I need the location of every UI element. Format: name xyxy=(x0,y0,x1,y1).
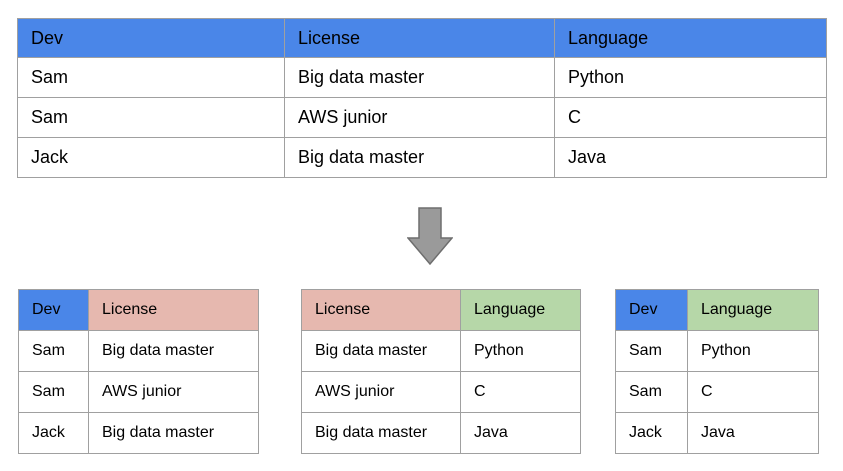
table-cell: Sam xyxy=(18,330,89,372)
table-cell: Jack xyxy=(17,137,285,178)
column-header-language: Language xyxy=(460,289,581,331)
table-row: Big data master Java xyxy=(301,412,581,454)
table-cell: AWS junior xyxy=(301,371,461,413)
table-row: Jack Java xyxy=(615,412,819,454)
column-header-license: License xyxy=(284,18,555,58)
down-arrow-icon xyxy=(406,207,454,266)
column-header-language: Language xyxy=(554,18,827,58)
table-cell: Java xyxy=(554,137,827,178)
table-cell: Sam xyxy=(615,371,688,413)
column-header-license: License xyxy=(301,289,461,331)
table-row: AWS junior C xyxy=(301,371,581,413)
table-cell: Big data master xyxy=(284,57,555,98)
table-row: Jack Big data master xyxy=(18,412,259,454)
table-cell: Big data master xyxy=(284,137,555,178)
table-cell: Sam xyxy=(17,57,285,98)
source-table-header-row: Dev License Language xyxy=(17,18,827,58)
table-cell: Sam xyxy=(615,330,688,372)
table-cell: Java xyxy=(687,412,819,454)
header-row: Dev License xyxy=(18,289,259,331)
table-row: Sam Python xyxy=(615,330,819,372)
table-cell: Python xyxy=(460,330,581,372)
table-cell: C xyxy=(554,97,827,138)
table-cell: C xyxy=(460,371,581,413)
header-row: Dev Language xyxy=(615,289,819,331)
table-row: Sam C xyxy=(615,371,819,413)
table-row: Sam Big data master Python xyxy=(17,57,827,98)
table-row: Big data master Python xyxy=(301,330,581,372)
table-cell: Big data master xyxy=(88,330,259,372)
table-cell: Java xyxy=(460,412,581,454)
table-cell: Big data master xyxy=(88,412,259,454)
table-cell: Sam xyxy=(18,371,89,413)
column-header-dev: Dev xyxy=(18,289,89,331)
table-cell: AWS junior xyxy=(284,97,555,138)
table-cell: Sam xyxy=(17,97,285,138)
source-table: Dev License Language Sam Big data master… xyxy=(17,18,827,178)
table-cell: Jack xyxy=(615,412,688,454)
decomposed-table-dev-language: Dev Language Sam Python Sam C Jack Java xyxy=(615,289,819,454)
table-cell: Jack xyxy=(18,412,89,454)
table-cell: Python xyxy=(554,57,827,98)
table-cell: Big data master xyxy=(301,412,461,454)
column-header-license: License xyxy=(88,289,259,331)
table-cell: Python xyxy=(687,330,819,372)
table-cell: Big data master xyxy=(301,330,461,372)
table-row: Jack Big data master Java xyxy=(17,137,827,178)
column-header-dev: Dev xyxy=(615,289,688,331)
decomposed-table-dev-license: Dev License Sam Big data master Sam AWS … xyxy=(18,289,259,454)
table-row: Sam AWS junior xyxy=(18,371,259,413)
table-cell: AWS junior xyxy=(88,371,259,413)
column-header-language: Language xyxy=(687,289,819,331)
column-header-dev: Dev xyxy=(17,18,285,58)
table-row: Sam Big data master xyxy=(18,330,259,372)
header-row: License Language xyxy=(301,289,581,331)
table-cell: C xyxy=(687,371,819,413)
decomposed-table-license-language: License Language Big data master Python … xyxy=(301,289,581,454)
table-row: Sam AWS junior C xyxy=(17,97,827,138)
